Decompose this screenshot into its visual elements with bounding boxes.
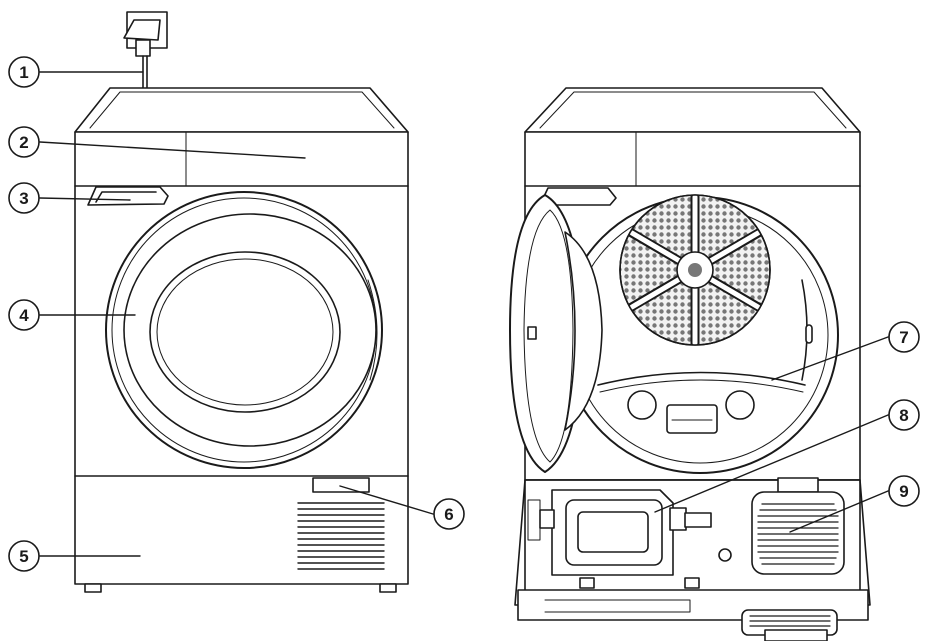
svg-text:6: 6 bbox=[444, 505, 453, 524]
top-lid-open-view bbox=[524, 87, 861, 133]
drum-back-wall bbox=[619, 194, 771, 346]
svg-text:7: 7 bbox=[899, 328, 908, 347]
callout-7: 7 bbox=[888, 321, 920, 353]
callout-9: 9 bbox=[888, 475, 920, 507]
svg-text:8: 8 bbox=[899, 406, 908, 425]
callout-8: 8 bbox=[888, 399, 920, 431]
callout-4: 4 bbox=[8, 299, 40, 331]
svg-text:9: 9 bbox=[899, 482, 908, 501]
door bbox=[105, 191, 383, 469]
open-door bbox=[509, 194, 603, 473]
top-lid bbox=[74, 87, 409, 133]
svg-text:2: 2 bbox=[19, 133, 28, 152]
lint-filter bbox=[597, 371, 806, 434]
plinth-cover-open bbox=[741, 609, 838, 641]
svg-text:1: 1 bbox=[19, 63, 28, 82]
front-view-door-closed bbox=[74, 11, 409, 593]
heat-exchanger-cover bbox=[751, 491, 845, 575]
callout-3: 3 bbox=[8, 182, 40, 214]
door-handle bbox=[87, 186, 169, 206]
condenser-water-container bbox=[527, 489, 712, 576]
callout-6: 6 bbox=[433, 498, 465, 530]
svg-text:4: 4 bbox=[19, 306, 29, 325]
svg-text:3: 3 bbox=[19, 189, 28, 208]
callout-markers: 1 2 3 4 5 6 7 8 9 bbox=[8, 56, 920, 572]
callout-5: 5 bbox=[8, 540, 40, 572]
plinth bbox=[74, 475, 409, 593]
callout-1: 1 bbox=[8, 56, 40, 88]
svg-text:5: 5 bbox=[19, 547, 28, 566]
callout-2: 2 bbox=[8, 126, 40, 158]
leader-lines bbox=[39, 71, 889, 557]
front-view-door-open bbox=[509, 87, 871, 641]
power-plug bbox=[123, 11, 168, 91]
